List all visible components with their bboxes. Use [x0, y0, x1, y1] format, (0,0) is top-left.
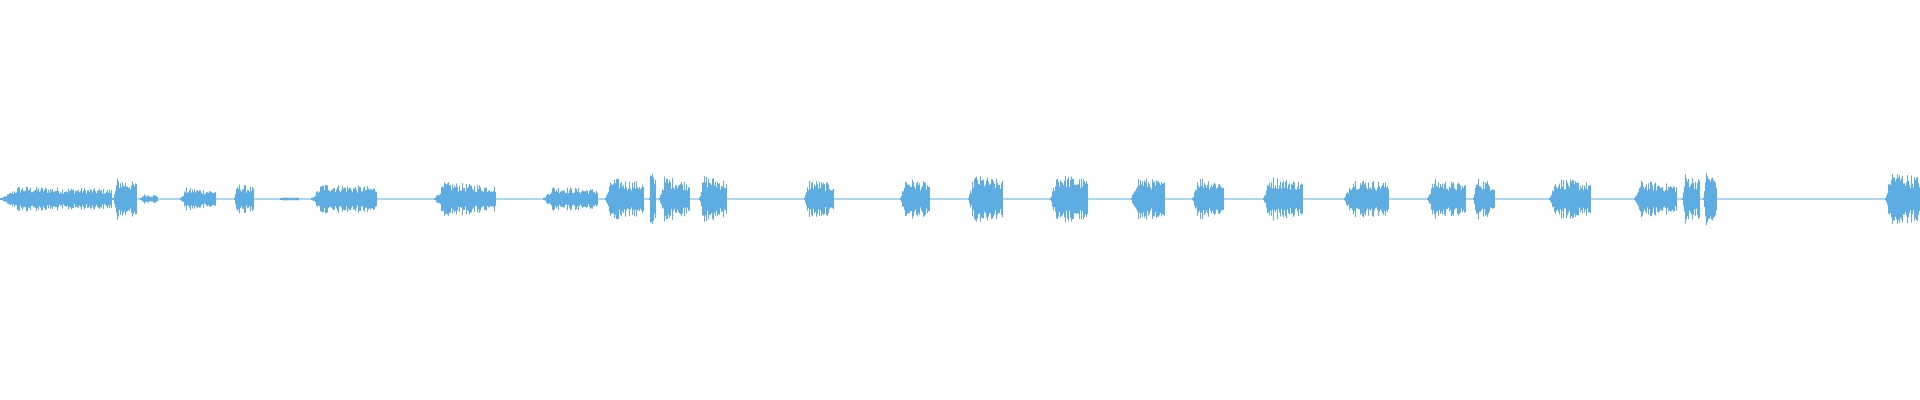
waveform-segment-12 — [659, 176, 690, 222]
waveform-segment-6 — [280, 197, 299, 201]
waveform-segment-24 — [1549, 179, 1591, 219]
waveform-segment-11 — [649, 173, 656, 225]
waveform-segment-28 — [1885, 173, 1920, 225]
waveform-segment-0 — [0, 186, 112, 212]
waveform-segment-15 — [900, 179, 930, 219]
waveform-segment-3 — [140, 194, 158, 204]
waveform-segment-21 — [1344, 180, 1389, 218]
waveform-segment-13 — [699, 176, 727, 222]
waveform-segment-14 — [804, 181, 834, 217]
waveform-segment-27 — [1703, 173, 1717, 225]
waveform-segment-5 — [234, 184, 254, 214]
waveform-segment-26 — [1682, 174, 1700, 224]
waveform-segment-9 — [543, 187, 598, 211]
waveform-segment-10 — [605, 178, 644, 220]
waveform-segment-2 — [113, 178, 137, 220]
waveform-segment-8 — [434, 182, 496, 216]
waveform-segment-16 — [968, 176, 1003, 222]
waveform-segment-20 — [1263, 177, 1303, 221]
waveform-segment-22 — [1427, 179, 1466, 219]
waveform-segment-23 — [1473, 178, 1495, 220]
waveform-segment-19 — [1192, 178, 1224, 220]
waveform-segment-4 — [180, 187, 216, 211]
waveform-segment-7 — [311, 184, 377, 214]
waveform-segment-17 — [1050, 175, 1088, 223]
waveform-segment-18 — [1131, 178, 1165, 220]
waveform-bars — [0, 173, 1920, 225]
waveform-segment-25 — [1634, 180, 1677, 218]
